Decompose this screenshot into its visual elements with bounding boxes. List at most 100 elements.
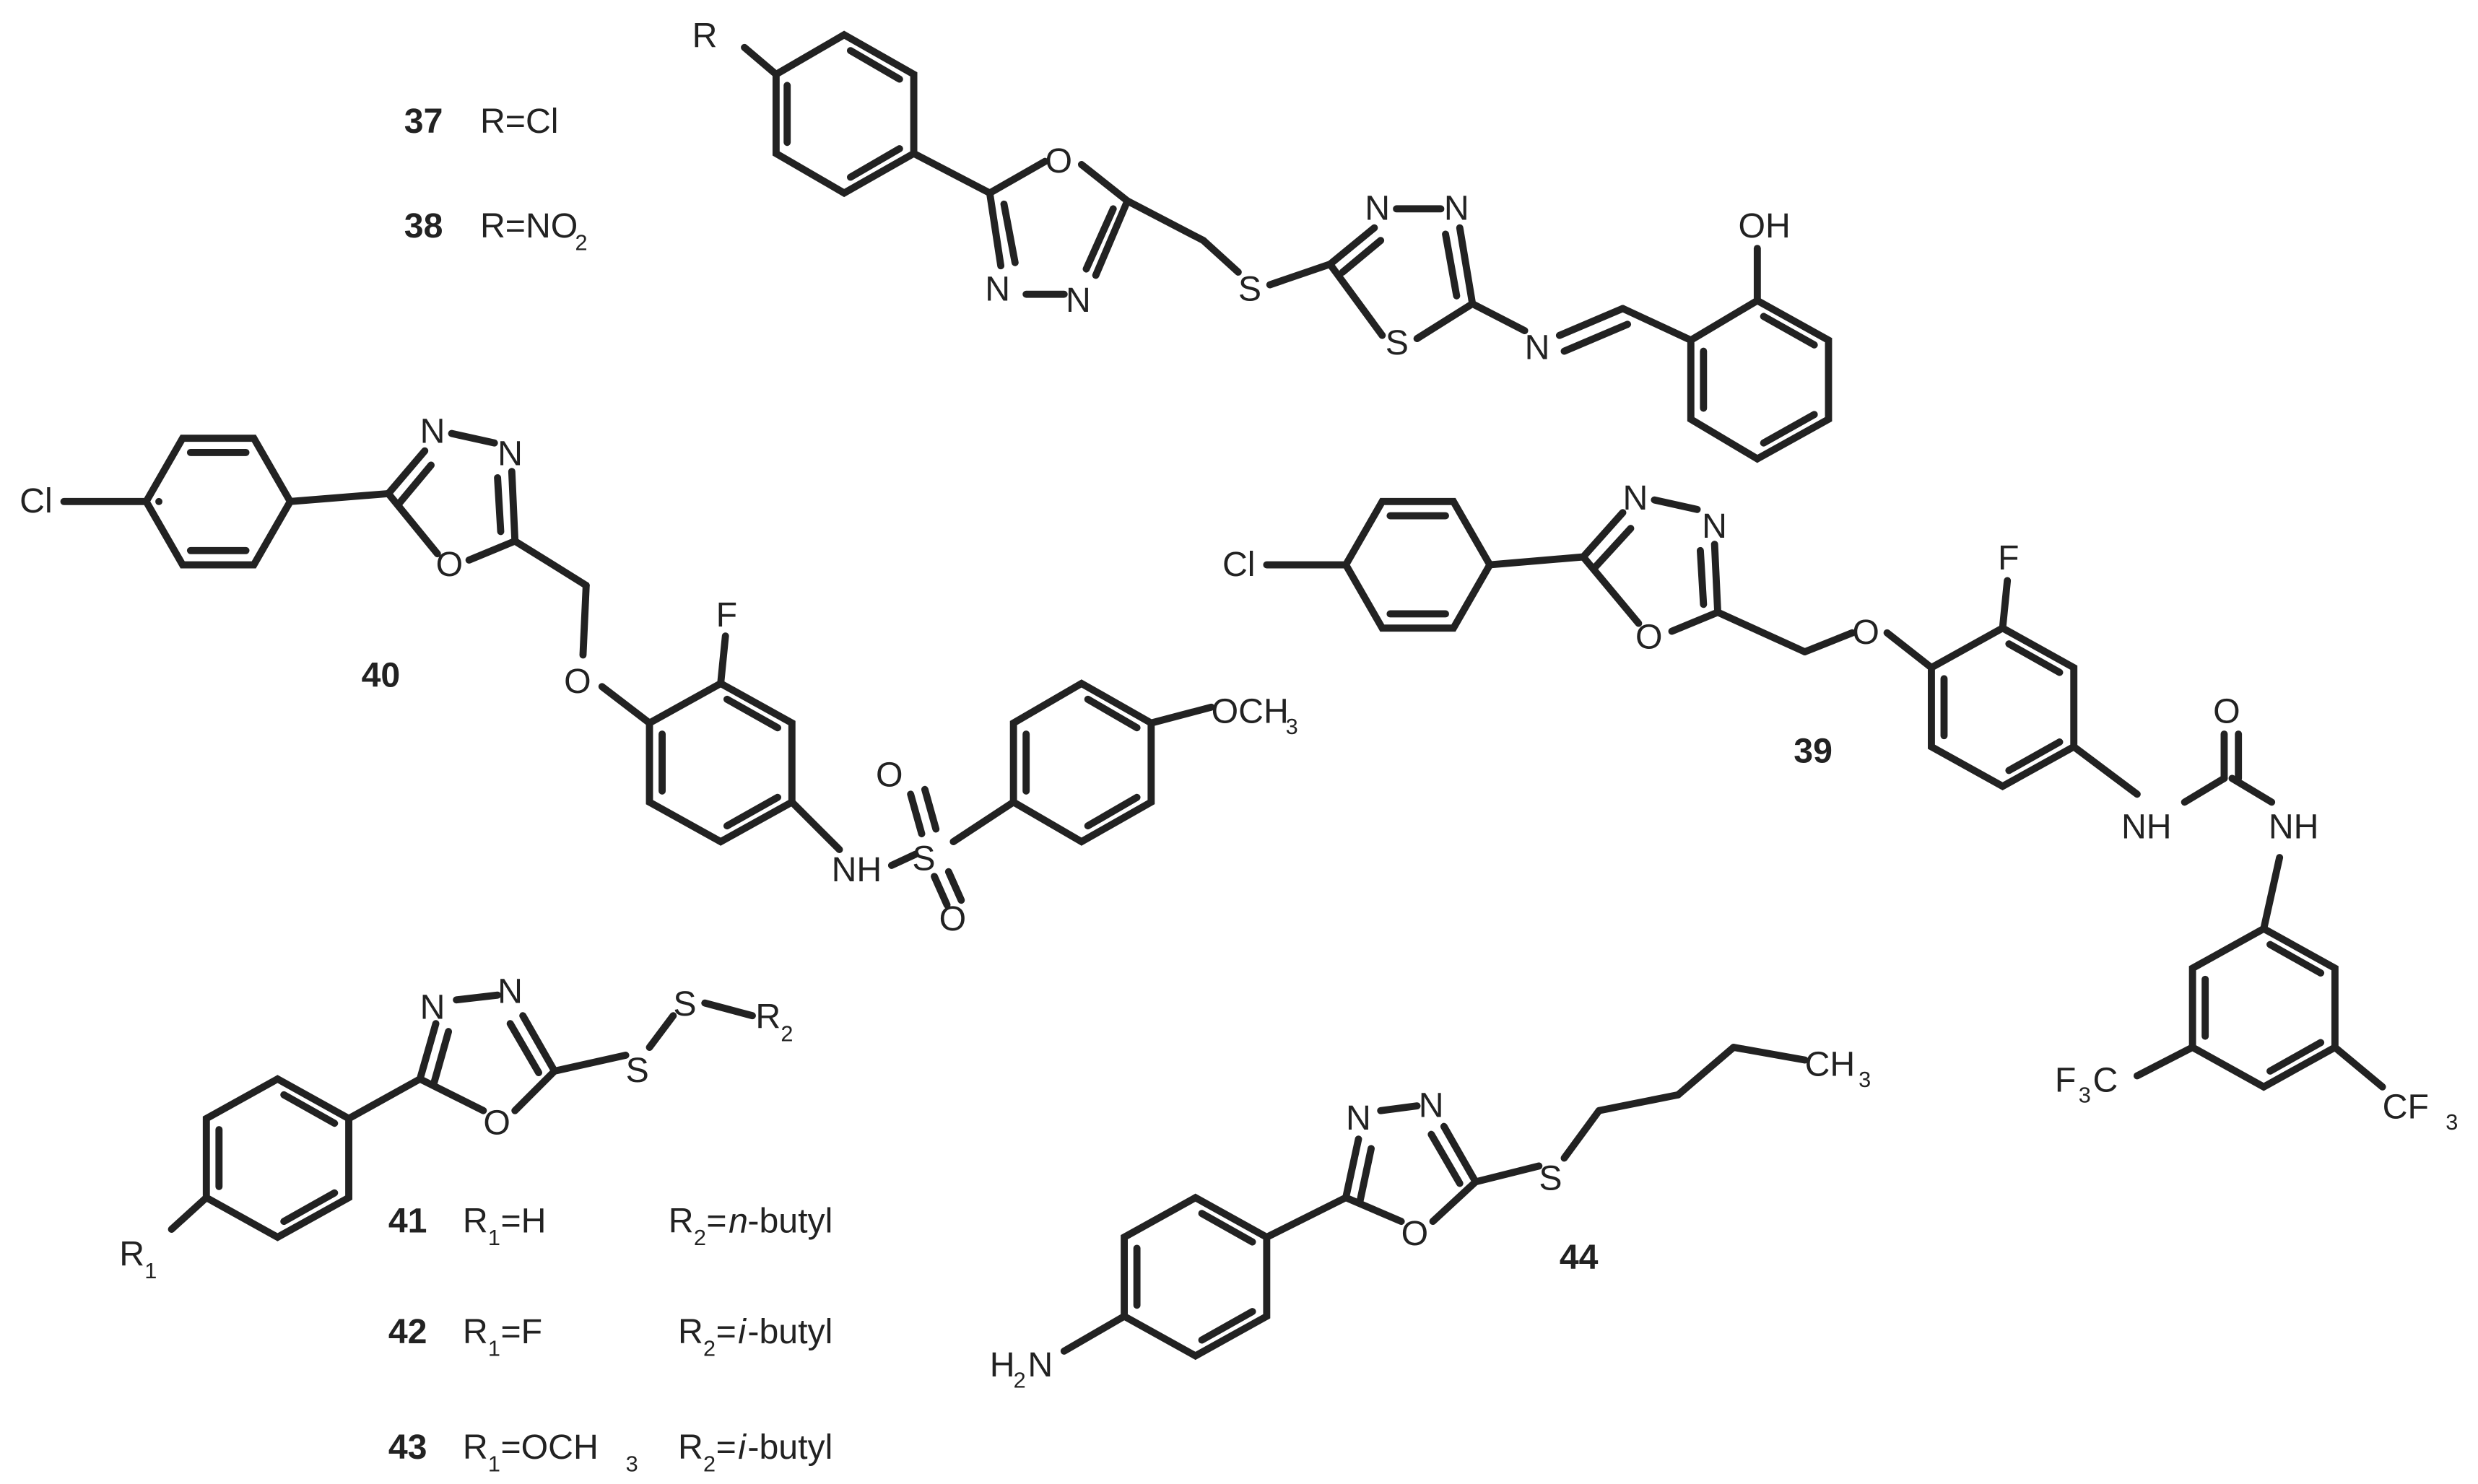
- r1-subscript: 1: [488, 1335, 500, 1361]
- r2-prefix: n: [729, 1201, 748, 1240]
- atom-R2: R: [755, 998, 781, 1036]
- r2-value: -butyl: [747, 1201, 832, 1240]
- atom-O: O: [1401, 1214, 1429, 1253]
- aminophenyl-ring: [1121, 1193, 1271, 1361]
- atom-S: S: [912, 839, 935, 878]
- compound-number-37: 37: [404, 102, 443, 141]
- r1-subscript: 1: [488, 1451, 500, 1476]
- atom-N: N: [985, 269, 1010, 308]
- r2-equals: =: [716, 1312, 736, 1351]
- atom-OH: OH: [1739, 206, 1791, 245]
- r2-label: R: [678, 1312, 703, 1351]
- r2-subscript: 2: [703, 1451, 716, 1476]
- substituent-38: R=NO: [480, 206, 578, 245]
- atom-CF: CF: [2383, 1088, 2429, 1127]
- atom-N: N: [1525, 328, 1550, 367]
- atom-R1: R: [119, 1235, 144, 1274]
- label-43: 43 R 1 =OCH 3 R 2 = i -butyl: [388, 1428, 832, 1477]
- structure-41-43: R 1 N N O S S R 2: [119, 972, 793, 1283]
- r2-value: -butyl: [747, 1428, 832, 1467]
- atom-O: O: [2213, 692, 2240, 731]
- compound-number-40: 40: [362, 655, 401, 694]
- r1-value-subscript: 3: [626, 1451, 638, 1476]
- chlorophenyl-ring: [1342, 497, 1495, 632]
- atom-S: S: [1539, 1158, 1562, 1197]
- atom-O: O: [939, 899, 967, 938]
- r1-subscript: 1: [488, 1225, 500, 1250]
- phenol-ring: [1687, 296, 1833, 463]
- label-41: 41 R 1 =H R 2 = n -butyl: [388, 1201, 832, 1250]
- r2-equals: =: [716, 1428, 736, 1467]
- subscript-38: 2: [575, 230, 587, 255]
- subscript-2: 2: [1014, 1367, 1026, 1392]
- r2-label: R: [678, 1428, 703, 1467]
- structure-40: Cl N N O O 40 F NH S: [19, 412, 1298, 938]
- r1-label: R: [463, 1312, 488, 1351]
- compound-number-38: 38: [404, 206, 443, 245]
- atom-H2N-N: N: [1027, 1345, 1053, 1384]
- structure-39: Cl N N O O F 39 NH O: [1222, 479, 2458, 1135]
- phenyl-ring: [202, 1075, 352, 1241]
- atom-O: O: [483, 1104, 510, 1143]
- atom-N: N: [420, 412, 445, 451]
- label-37: 37 R=Cl: [404, 102, 559, 141]
- atom-NH: NH: [2269, 808, 2319, 847]
- atom-NH: NH: [2121, 808, 2172, 847]
- atom-N: N: [497, 434, 523, 473]
- fluorophenyl-ring: [645, 679, 796, 846]
- structure-44: H 2 N N N O S CH 3 44: [990, 1044, 1871, 1392]
- atom-N: N: [1623, 479, 1648, 518]
- compound-number-39: 39: [1794, 731, 1833, 770]
- methoxyphenyl-ring: [1009, 679, 1155, 846]
- atom-O: O: [564, 662, 591, 701]
- r2-prefix: i: [738, 1428, 747, 1467]
- compound-number-41: 41: [388, 1201, 427, 1240]
- atom-N: N: [1066, 281, 1091, 320]
- atom-S: S: [673, 985, 696, 1023]
- atom-N: N: [1346, 1099, 1371, 1138]
- r2-value: -butyl: [747, 1312, 832, 1351]
- atom-S: S: [1386, 323, 1409, 362]
- atom-H2N-H: H: [990, 1345, 1015, 1384]
- r1-value: =OCH: [500, 1428, 598, 1467]
- atom-F: F: [1998, 538, 2019, 577]
- compound-number-44: 44: [1560, 1238, 1599, 1277]
- subscript-2: 2: [781, 1021, 793, 1046]
- chlorophenyl-ring: [142, 435, 295, 569]
- atom-CH: CH: [1805, 1044, 1856, 1083]
- atom-O: O: [876, 755, 903, 794]
- r1-value: =H: [500, 1201, 546, 1240]
- atom-O: O: [1045, 141, 1072, 180]
- atom-N: N: [1702, 507, 1727, 546]
- r2-subscript: 2: [703, 1335, 716, 1361]
- atom-F3C-F: F: [2055, 1060, 2076, 1099]
- substituent-37: R=Cl: [480, 102, 559, 141]
- subscript-1: 1: [144, 1258, 157, 1283]
- atom-N: N: [497, 972, 523, 1011]
- subscript-3: 3: [1858, 1067, 1871, 1092]
- atom-Cl: Cl: [1222, 545, 1256, 584]
- subscript-3: 3: [1286, 714, 1298, 739]
- r1-label: R: [463, 1428, 488, 1467]
- atom-F3C-C: C: [2093, 1060, 2118, 1099]
- r1-value: =F: [500, 1312, 542, 1351]
- r2-prefix: i: [738, 1312, 747, 1351]
- structure-37-38: R O N N S N N S N: [692, 17, 1833, 463]
- subscript-3: 3: [2079, 1083, 2091, 1108]
- r2-subscript: 2: [694, 1225, 706, 1250]
- r2-label: R: [669, 1201, 694, 1240]
- atom-N: N: [1444, 189, 1469, 228]
- r1-label: R: [463, 1201, 488, 1240]
- label-38: 38 R=NO 2: [404, 206, 588, 256]
- compound-number-42: 42: [388, 1312, 427, 1351]
- compound-number-43: 43: [388, 1428, 427, 1467]
- atom-N: N: [420, 988, 445, 1027]
- atom-N: N: [1419, 1086, 1444, 1125]
- atom-Cl: Cl: [19, 481, 53, 520]
- atom-O: O: [436, 545, 464, 584]
- atom-NH: NH: [832, 850, 882, 889]
- atom-O: O: [1852, 613, 1879, 652]
- atom-S: S: [626, 1051, 649, 1090]
- atom-N: N: [1365, 189, 1390, 228]
